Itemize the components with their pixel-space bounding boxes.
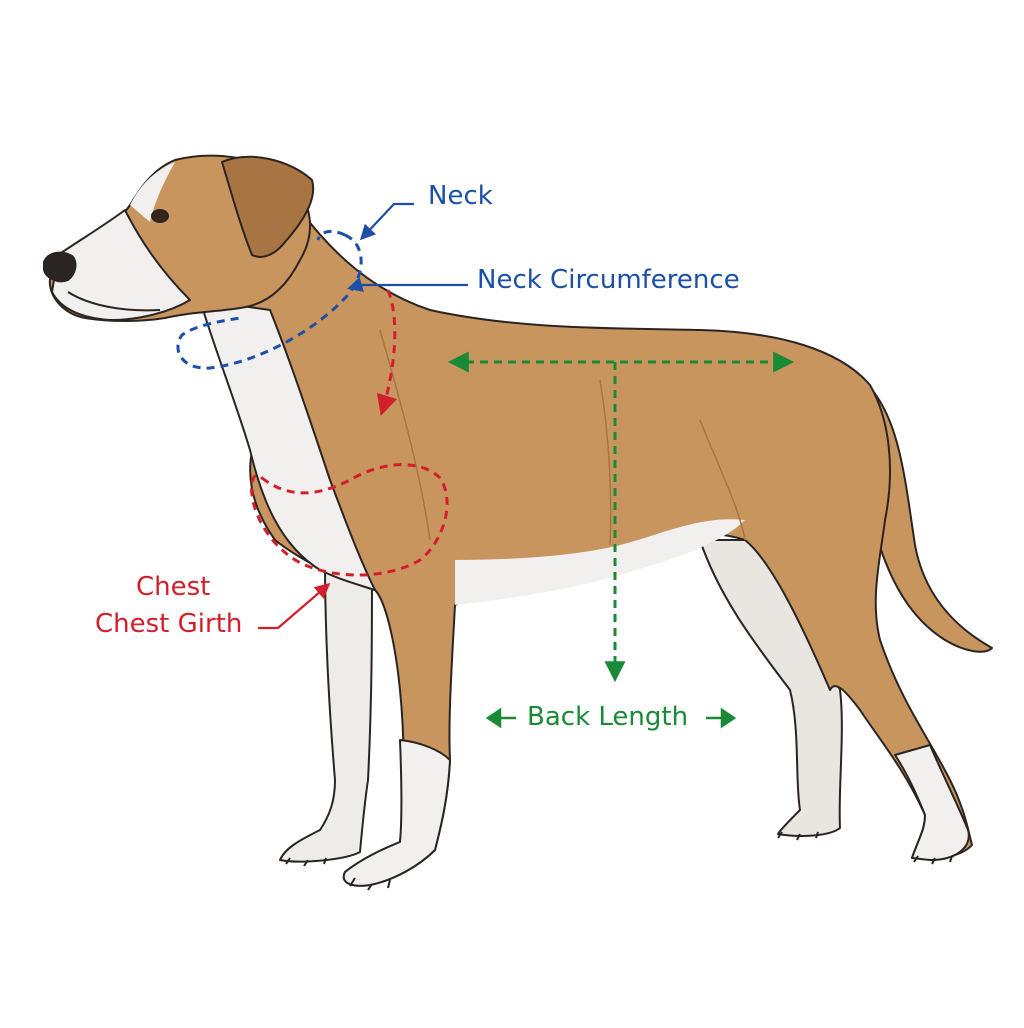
neck-circumference-label: Neck Circumference xyxy=(477,265,740,295)
dog-near-hind-leg-white xyxy=(894,744,970,861)
dog-blaze xyxy=(130,162,175,222)
dog-ear xyxy=(221,155,315,258)
dog-mouth xyxy=(67,291,161,312)
dog-chest-white xyxy=(199,299,376,591)
left-arrowhead-icon xyxy=(485,707,502,729)
chest-label: Chest xyxy=(136,572,211,602)
right-arrowhead-icon xyxy=(720,707,737,729)
dog-near-hind-paw xyxy=(913,855,953,865)
dog-illustration xyxy=(43,154,993,891)
back-length-arrows xyxy=(485,707,737,729)
neck-loop-top xyxy=(316,229,346,241)
dog-near-front-paw xyxy=(349,877,391,891)
dog-far-front-leg xyxy=(279,559,373,863)
neck-pointer-line xyxy=(359,202,414,241)
dog-far-hind-paw xyxy=(777,831,819,841)
chest-girth-loop xyxy=(250,463,449,577)
chest-girth-label: Chest Girth xyxy=(95,609,243,639)
back-measurement xyxy=(447,351,795,683)
neck-label: Neck xyxy=(428,181,493,211)
chest-girth-pointer-line xyxy=(258,582,331,630)
dog-muzzle-white xyxy=(51,209,191,321)
dog-shoulder-shading xyxy=(379,329,746,546)
back-length-label: Back Length xyxy=(527,702,689,732)
dog-near-front-leg-white xyxy=(342,739,451,887)
dog-belly-white xyxy=(455,519,745,605)
dog-nose xyxy=(43,251,77,283)
dog-far-front-paw xyxy=(285,857,327,867)
dog-body xyxy=(239,209,973,887)
chest-measurement xyxy=(250,289,449,577)
neck-circumference-pointer-line xyxy=(347,277,468,292)
dog-eye xyxy=(151,209,169,223)
chest-vertical-arrow xyxy=(376,289,397,417)
